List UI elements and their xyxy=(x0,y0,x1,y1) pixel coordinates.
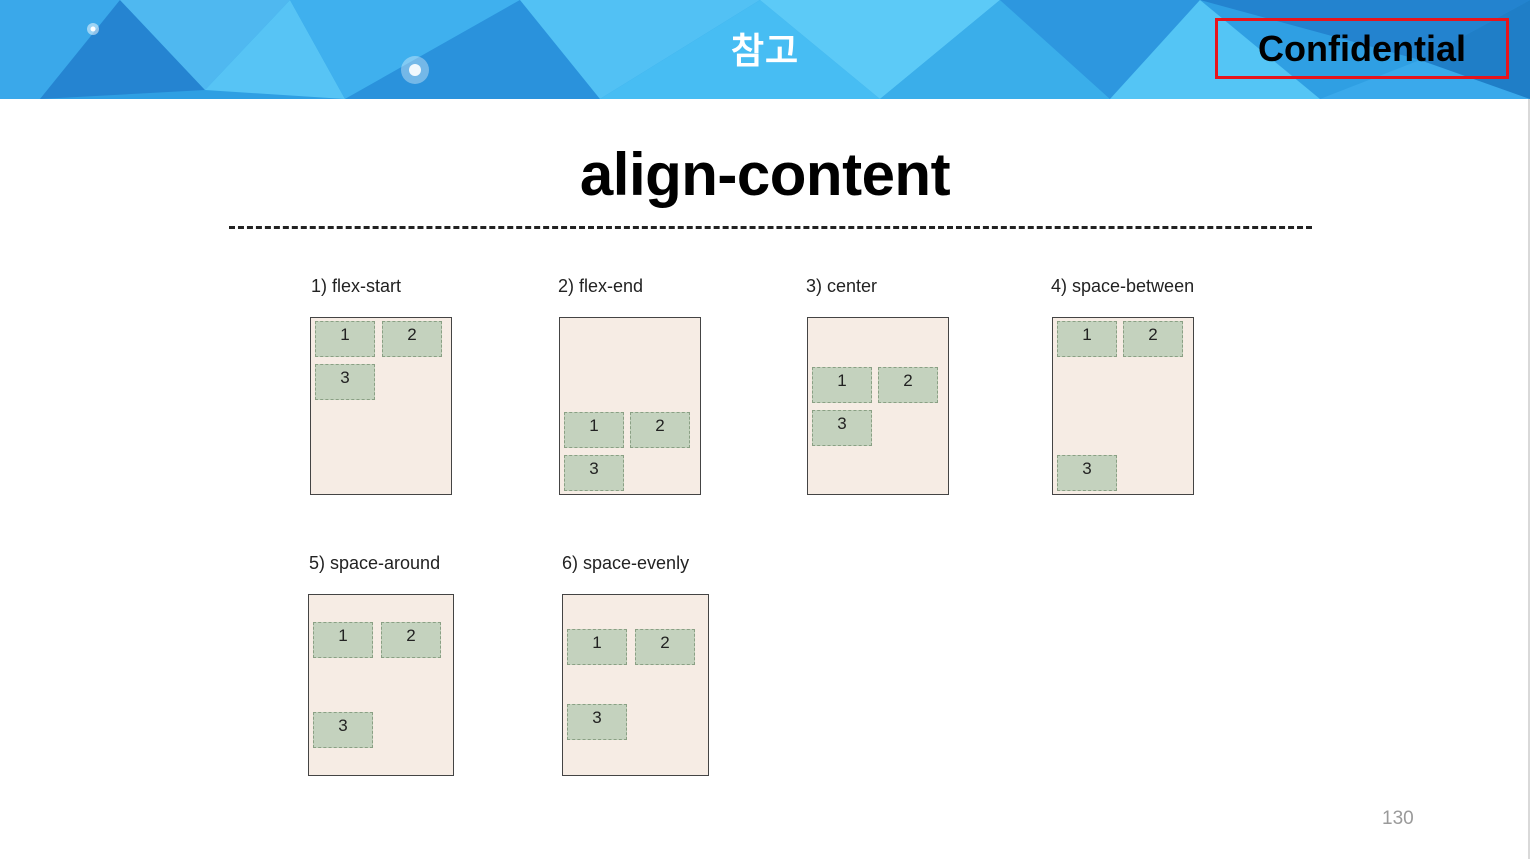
right-edge-line xyxy=(1528,99,1530,859)
example-container-space-around: 1 2 3 xyxy=(308,594,454,776)
example-container-flex-start: 1 2 3 xyxy=(310,317,452,495)
example-container-flex-end: 1 2 3 xyxy=(559,317,701,495)
header-banner: 참고 Confidential xyxy=(0,0,1530,99)
banner-title: 참고 xyxy=(730,31,800,72)
flex-item: 3 xyxy=(1057,455,1117,491)
flex-item: 2 xyxy=(381,622,441,658)
flex-item: 1 xyxy=(567,629,627,665)
flex-item: 3 xyxy=(315,364,375,400)
page-number: 130 xyxy=(1382,808,1414,829)
flex-item: 1 xyxy=(313,622,373,658)
confidential-badge: Confidential xyxy=(1215,18,1509,79)
flex-item: 2 xyxy=(635,629,695,665)
flex-item: 3 xyxy=(564,455,624,491)
title-divider xyxy=(229,226,1312,229)
example-container-space-evenly: 1 2 3 xyxy=(562,594,709,776)
flex-item: 2 xyxy=(630,412,690,448)
example-container-space-between: 1 2 3 xyxy=(1052,317,1194,495)
example-caption-space-between: 4) space-between xyxy=(1051,276,1195,296)
flex-item: 2 xyxy=(382,321,442,357)
example-caption-center: 3) center xyxy=(806,276,878,296)
flex-item: 1 xyxy=(564,412,624,448)
flex-item: 3 xyxy=(812,410,872,446)
flex-item: 1 xyxy=(1057,321,1117,357)
flex-item: 2 xyxy=(878,367,938,403)
flex-item: 3 xyxy=(313,712,373,748)
flex-item: 3 xyxy=(567,704,627,740)
banner-background xyxy=(0,0,1530,99)
flex-item: 1 xyxy=(315,321,375,357)
slide-title: align-content xyxy=(579,141,951,208)
example-caption-flex-start: 1) flex-start xyxy=(311,276,402,296)
example-container-center: 1 2 3 xyxy=(807,317,949,495)
example-caption-space-evenly: 6) space-evenly xyxy=(562,553,690,573)
flex-item: 1 xyxy=(812,367,872,403)
flex-item: 2 xyxy=(1123,321,1183,357)
example-caption-flex-end: 2) flex-end xyxy=(558,276,644,296)
example-caption-space-around: 5) space-around xyxy=(309,553,441,573)
confidential-label: Confidential xyxy=(1258,27,1466,69)
